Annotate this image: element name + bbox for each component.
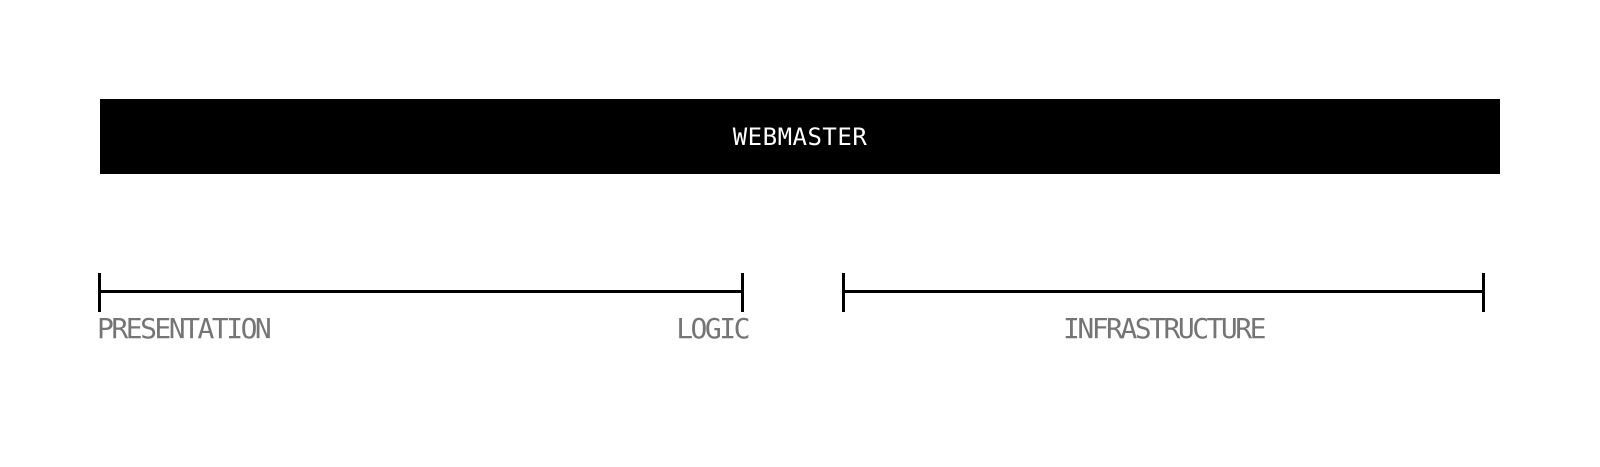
presentation-logic-range <box>98 273 744 312</box>
presentation-label: PRESENTATION <box>97 312 272 345</box>
range-end-tick <box>1482 273 1485 312</box>
infrastructure-label: INFRASTRUCTURE <box>1062 312 1267 345</box>
webmaster-bar-label: WEBMASTER <box>732 122 868 151</box>
infrastructure-range <box>842 273 1485 312</box>
webmaster-bar: WEBMASTER <box>100 99 1500 174</box>
range-line <box>98 290 744 293</box>
range-line <box>842 290 1485 293</box>
logic-label: LOGIC <box>676 312 750 345</box>
range-end-tick <box>741 273 744 312</box>
